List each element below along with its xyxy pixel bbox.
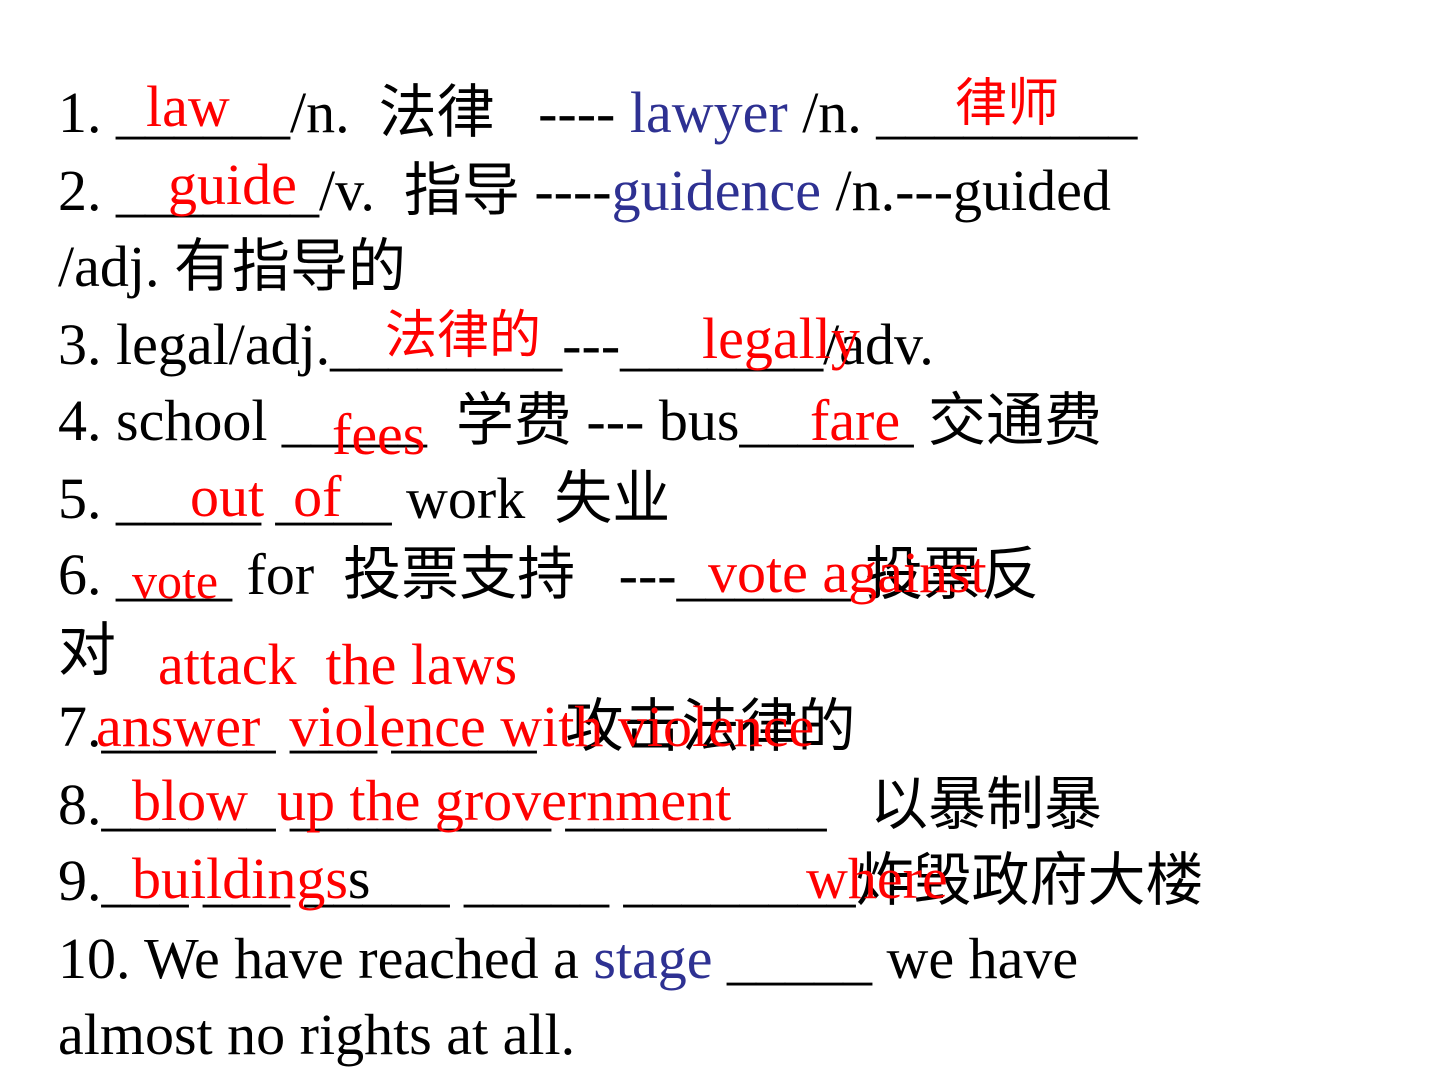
lawyer-word: lawyer (629, 80, 788, 145)
line-11: almost no rights at all. (58, 1002, 576, 1067)
line-2-continued: /adj. 有指导的 (58, 234, 406, 299)
answer-out-of: out of (190, 464, 342, 529)
answer-buildings: buildingss (132, 850, 371, 908)
line-2-end: /n.---guided (820, 158, 1111, 223)
line-10: 10. We have reached a stage _____ we hav… (58, 930, 1078, 988)
line-9: 9.___ ___ _____ _____ ________炸毁政府大楼 (58, 848, 1204, 913)
line-3: 3. legal/adj.________---_______/adv. (58, 312, 934, 377)
answer-blow-up: blow up the grovernment (132, 768, 732, 833)
answer-where: where (806, 846, 948, 911)
line-7: 7.______ ___ _____ 攻击法律的 (58, 694, 856, 759)
line-1: 1. ______/n. 法律 ---- lawyer /n. ________… (58, 84, 1137, 142)
line-10-text: 10. We have reached a (58, 926, 594, 991)
line-4: 4. school _____ 学费 --- bus______ 交通费 (58, 388, 1102, 453)
line-8: 8.______ _________ _________ 以暴制暴 (58, 772, 1103, 837)
line-5: 5. _____ ____ work 失业 (58, 466, 671, 531)
answer-fees: fees (332, 402, 426, 467)
answer-lawyer-cn: 律师 (955, 74, 1060, 134)
line-6: 6. ____ for 投票支持 ---______ 投票反 (58, 542, 1040, 607)
answer-buildings-s: s (347, 846, 371, 911)
answer-vote: vote (132, 553, 219, 609)
line-2: 2. _______/v. 指导 ----guidence /n.---guid… (58, 162, 1111, 220)
answer-fare: fare (810, 388, 901, 453)
line-1-text: 1. ______/n. 法律 ---- (58, 80, 630, 145)
answer-guide: guide (168, 152, 297, 217)
answer-legal-cn: 法律的 (385, 306, 542, 366)
line-10-end: _____ we have (712, 926, 1079, 991)
answer-vote-against: vote against (708, 540, 987, 605)
answer-buildings-red: buildings (132, 846, 348, 911)
answer-answer-violence: answer violence with violence (96, 694, 815, 759)
answer-law: law (146, 74, 230, 139)
guidence-word: guidence (611, 158, 821, 223)
stage-word: stage (593, 926, 713, 991)
line-6-continued: 对 (58, 618, 117, 683)
line-1-end: /n. _________ (787, 80, 1138, 145)
answer-attack-the-laws: attack the laws (158, 632, 518, 697)
answer-legally: legally (702, 306, 860, 371)
line-2-text: 2. _______/v. 指导 ---- (58, 158, 612, 223)
